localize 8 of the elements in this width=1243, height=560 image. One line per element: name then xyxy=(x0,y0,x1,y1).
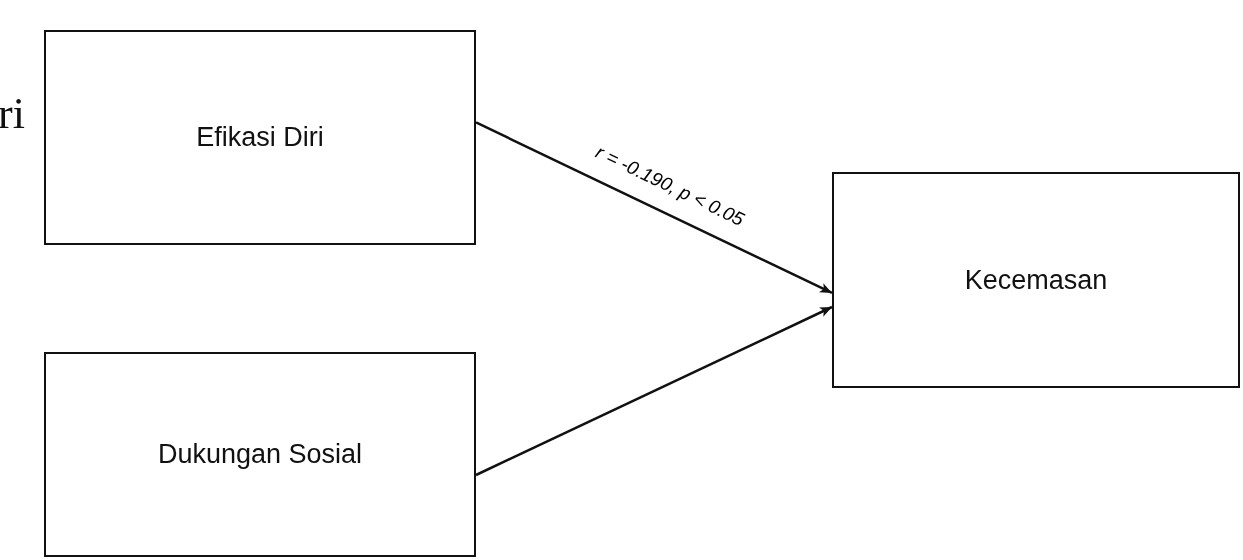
arrow xyxy=(475,121,833,295)
node-label: Efikasi Diri xyxy=(196,122,324,153)
node-label: Kecemasan xyxy=(964,264,1108,296)
concept-box xyxy=(44,352,476,557)
concept-box xyxy=(832,172,1240,388)
concept-box xyxy=(44,30,476,245)
node-label: Dukungan Sosial xyxy=(157,439,363,470)
arrow xyxy=(475,305,833,477)
